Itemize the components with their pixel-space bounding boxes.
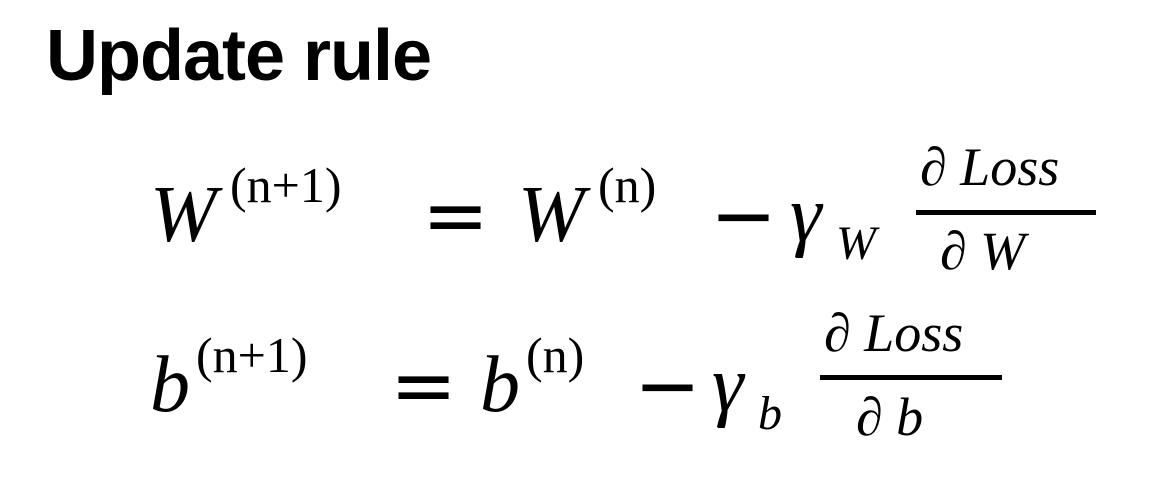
fraction-denominator: ∂ b — [856, 387, 924, 447]
equals-sign: = — [390, 339, 458, 432]
iteration-superscript-current: (n) — [526, 327, 585, 383]
fraction-bar — [820, 375, 1002, 380]
learning-rate-subscript: W — [836, 217, 876, 270]
fraction-numerator: ∂ Loss — [824, 303, 964, 363]
equals-sign: = — [422, 169, 490, 262]
bias-symbol: b — [480, 341, 520, 429]
minus-sign: − — [710, 169, 778, 262]
learning-rate-symbol: γ — [712, 341, 744, 429]
weight-symbol: W — [150, 171, 217, 259]
slide-title: Update rule — [46, 16, 432, 96]
weight-symbol: W — [518, 171, 585, 259]
bias-symbol: b — [150, 341, 190, 429]
iteration-superscript-next: (n+1) — [196, 327, 308, 383]
fraction-denominator: ∂ W — [940, 221, 1026, 281]
minus-sign: − — [634, 339, 702, 432]
fraction-numerator: ∂ Loss — [920, 137, 1060, 197]
fraction-bar — [916, 210, 1096, 215]
iteration-superscript-current: (n) — [598, 157, 657, 213]
iteration-superscript-next: (n+1) — [230, 157, 342, 213]
learning-rate-subscript: b — [758, 387, 782, 440]
learning-rate-symbol: γ — [790, 171, 822, 259]
